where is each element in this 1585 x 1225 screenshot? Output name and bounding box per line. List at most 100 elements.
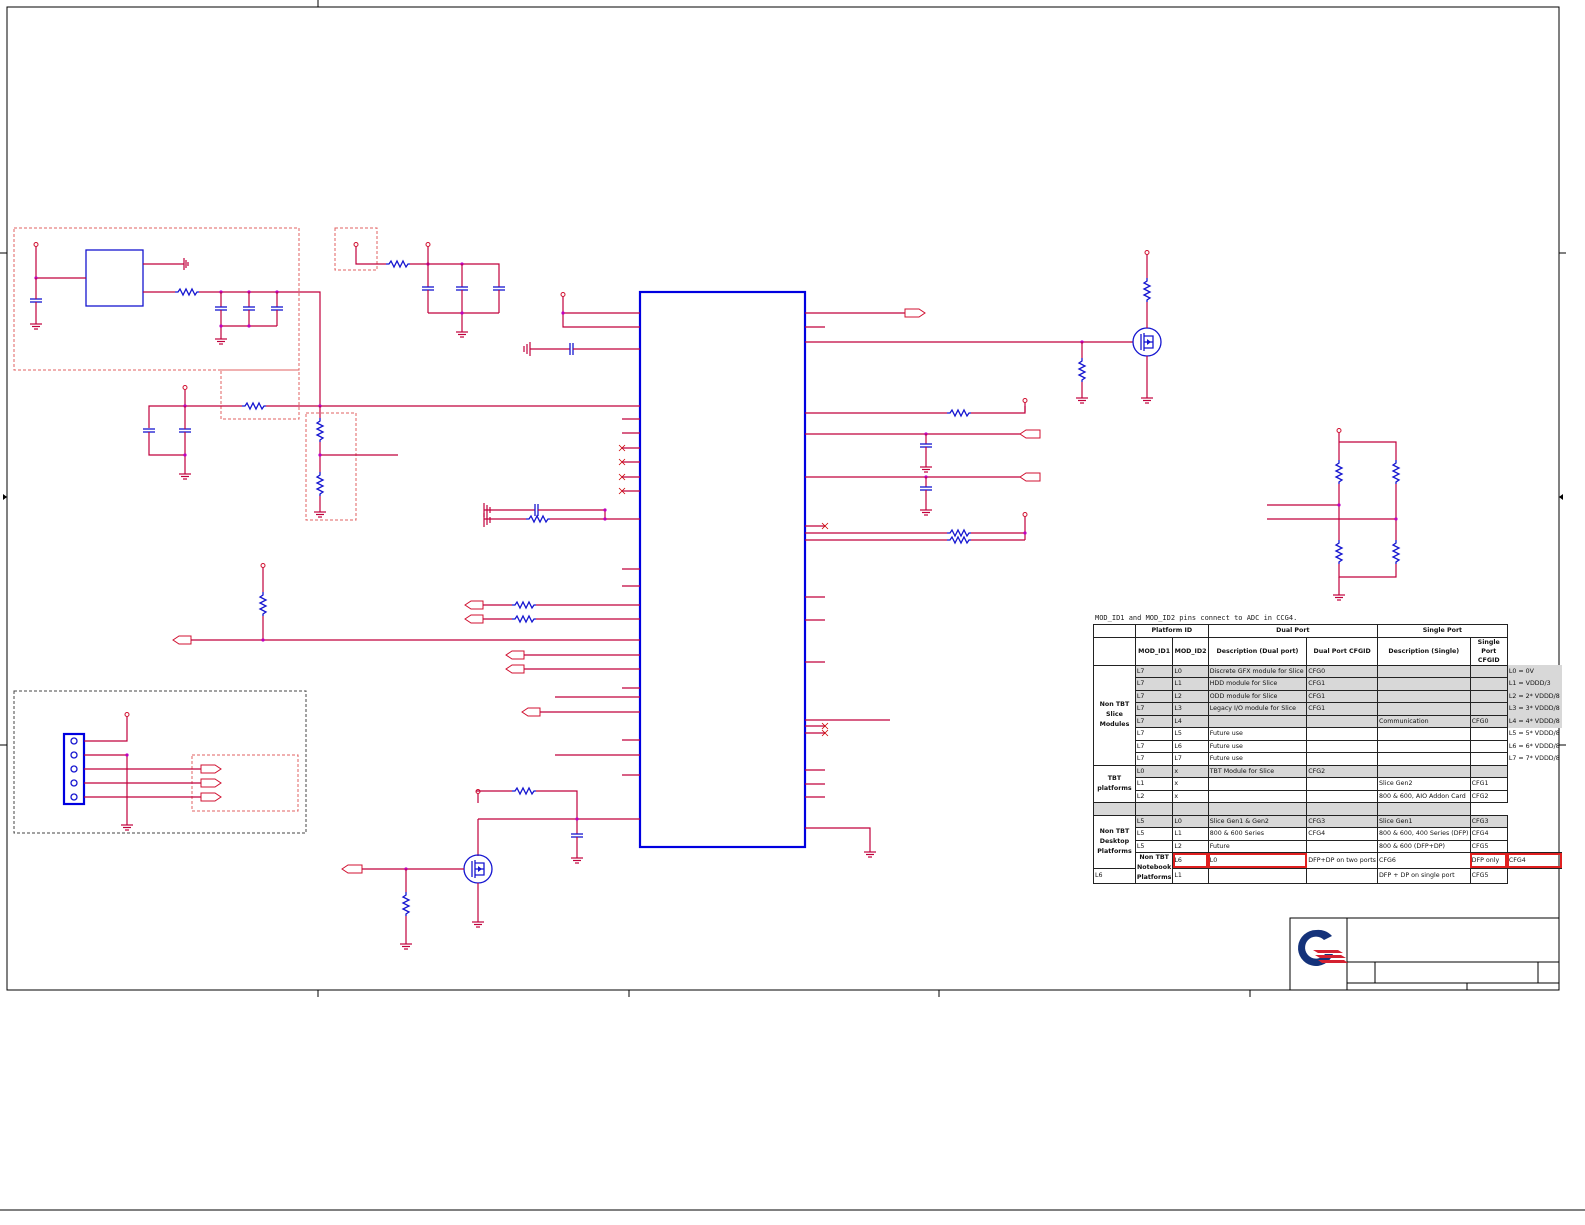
table-cell-dc [1306,839,1378,853]
table-cell-m2: L2 [1172,839,1209,853]
group-label: Non TBT Slice Modules [1093,664,1136,766]
table-cell-sd: Communication [1376,714,1471,728]
table-cell-m1: L5 [1134,827,1174,841]
ic-right-pins [805,326,890,858]
table-cell-dc [1306,727,1378,741]
table-cell-m2: L5 [1172,727,1209,741]
table-cell-dd [1207,867,1308,884]
table-cell-sc [1469,752,1508,766]
table-cell-dc: CFG3 [1306,814,1378,828]
table-cell-m1: L7 [1134,739,1174,753]
table-cell-dd: Slice Gen1 & Gen2 [1207,814,1308,828]
table-cell-sc [1469,702,1508,716]
header-single-cfgid: Single Port CFGID [1469,636,1508,666]
table-cell-m2: L3 [1172,702,1209,716]
table-cell-m1: L7 [1134,702,1174,716]
table-cell-dd: Discrete GFX module for Slice [1207,664,1308,678]
ic-right-nets [805,249,1162,544]
table-cell-m1: L7 [1134,664,1174,678]
table-cell-dd: ODD module for Slice [1207,689,1308,703]
table-cell-dc: CFG1 [1306,702,1378,716]
vddd-filter [142,384,640,521]
header-desc-single: Description (Single) [1376,636,1471,666]
regulator-block [13,227,321,420]
table-cell-sc [1469,739,1508,753]
table-cell-sc [1469,664,1508,678]
table-cell-m2: L0 [1207,852,1308,869]
table-cell-dc: CFG1 [1306,689,1378,703]
config-table: Platform ID Dual Port Single Port MOD_ID… [1093,624,1565,884]
table-cell-sc: CFG2 [1469,789,1508,803]
level-legend: L5 = 5* VDDD/8 [1508,730,1560,738]
connector-block [13,690,307,834]
table-cell-sd [1376,739,1471,753]
table-cell-m2: L1 [1172,867,1209,884]
level-legend: L3 = 3* VDDD/8 [1507,702,1562,715]
table-cell-sd [1376,664,1471,678]
level-legend: L6 = 6* VDDD/8 [1508,742,1560,750]
header-dual-port: Dual Port [1207,624,1378,638]
header-platform-id: Platform ID [1134,624,1209,638]
table-cell-m2: L2 [1172,689,1209,703]
table-cell-dd [1207,714,1308,728]
table-cell-sd: Slice Gen2 [1376,777,1471,791]
table-cell-m1: L7 [1134,689,1174,703]
table-cell-m1: L6 [1093,867,1136,884]
table-cell-dd: TBT Module for Slice [1207,764,1308,778]
table-cell-sd: DFP + DP on single port [1376,867,1471,884]
table-cell-m1: L7 [1134,714,1174,728]
rc-network [483,503,640,527]
table-cell-m2: L6 [1172,739,1209,753]
table-cell-dd: Future use [1207,727,1308,741]
table-cell-dd: Future use [1207,739,1308,753]
table-cell-sd: 800 & 600, 400 Series (DFP) [1376,827,1471,841]
table-cell-dd [1207,777,1308,791]
table-cell-dd: Legacy I/O module for Slice [1207,702,1308,716]
table-cell-m1: L7 [1134,677,1174,691]
title-block [1289,917,1560,991]
table-cell-dc [1306,789,1378,803]
table-cell-m2: L0 [1172,814,1209,828]
table-cell-m1: L6 [1172,852,1209,869]
level-legend: L2 = 2* VDDD/8 [1507,690,1562,703]
level-legend: L7 = 7* VDDD/8 [1508,755,1560,763]
table-cell-m1: L1 [1134,777,1174,791]
table-cell-m2: L0 [1172,664,1209,678]
table-cell-sd: Slice Gen1 [1376,814,1471,828]
table-cell-m1: L5 [1134,839,1174,853]
table-spacer-row [1093,802,1565,816]
table-cell-dc: CFG4 [1306,827,1378,841]
table-cell-dd: Future use [1207,752,1308,766]
table-cell-m1: L2 [1134,789,1174,803]
table-cell-dd: DFP+DP on two ports [1306,852,1378,869]
table-cell-dc: CFG6 [1376,852,1471,869]
table-cell-dc: CFG0 [1306,664,1378,678]
table-cell-sd [1376,727,1471,741]
group-label: Non TBT Notebook Platforms [1134,852,1174,884]
table-cell-dc [1306,867,1378,884]
table-cell-sc: CFG3 [1469,814,1508,828]
table-cell-dc [1306,739,1378,753]
table-cell-sc: CFG0 [1469,714,1508,728]
group-label: Non TBT Desktop Platforms [1093,814,1136,869]
adc-note: MOD_ID1 and MOD_ID2 pins connect to ADC … [1095,614,1298,622]
table-cell-sc [1469,689,1508,703]
platform-id-table: MOD_ID1 and MOD_ID2 pins connect to ADC … [1093,612,1565,884]
table-cell-m2: L4 [1172,714,1209,728]
ic-top-left-nets [523,291,640,356]
header-mod-id1: MOD_ID1 [1134,636,1174,666]
table-cell-sd [1376,677,1471,691]
table-cell-m1: L5 [1134,814,1174,828]
left-signal-nets [172,562,640,756]
table-cell-sc: CFG5 [1469,867,1508,884]
